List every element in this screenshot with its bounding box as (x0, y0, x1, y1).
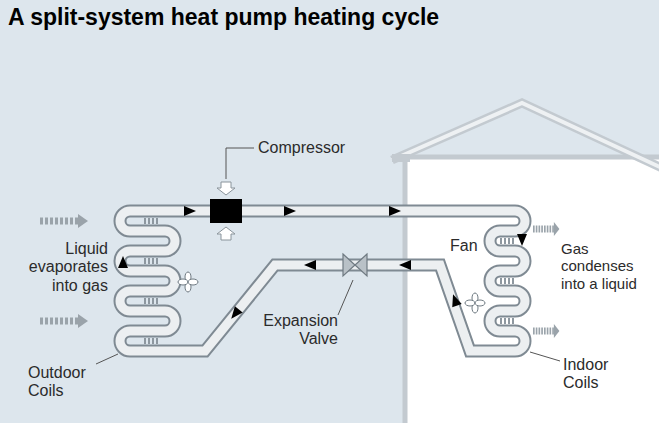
airflow-arrow (533, 222, 559, 236)
part-label: Expansion Valve (250, 312, 338, 349)
leader-line (530, 352, 560, 361)
process-note: Gas condenses into a liquid (561, 240, 653, 292)
refrigerant-tube-inner (120, 211, 525, 351)
part-label: Fan (450, 237, 478, 255)
part-label: Indoor Coils (563, 356, 633, 393)
leader-line (338, 280, 353, 315)
fan-symbol (178, 272, 485, 313)
airflow-arrow (40, 314, 88, 328)
diagram-title: A split-system heat pump heating cycle (8, 4, 439, 30)
airflow-arrow (533, 324, 559, 338)
house-roof (392, 103, 659, 168)
part-label: Outdoor Coils (28, 364, 100, 401)
process-note: Liquid evaporates into gas (10, 240, 108, 295)
airflow-arrow (40, 214, 88, 228)
compressor-symbol (210, 199, 242, 223)
leader-line (226, 148, 254, 149)
flow-arrow (118, 206, 527, 322)
leader-line (96, 354, 118, 364)
house-eave (392, 154, 410, 162)
expansion-valve-symbol (343, 254, 367, 276)
refrigerant-tube (120, 211, 525, 351)
house-roof-inner (392, 103, 659, 168)
leader-line (226, 148, 227, 179)
compressor-arrows (217, 182, 235, 240)
part-label: Compressor (258, 139, 345, 157)
